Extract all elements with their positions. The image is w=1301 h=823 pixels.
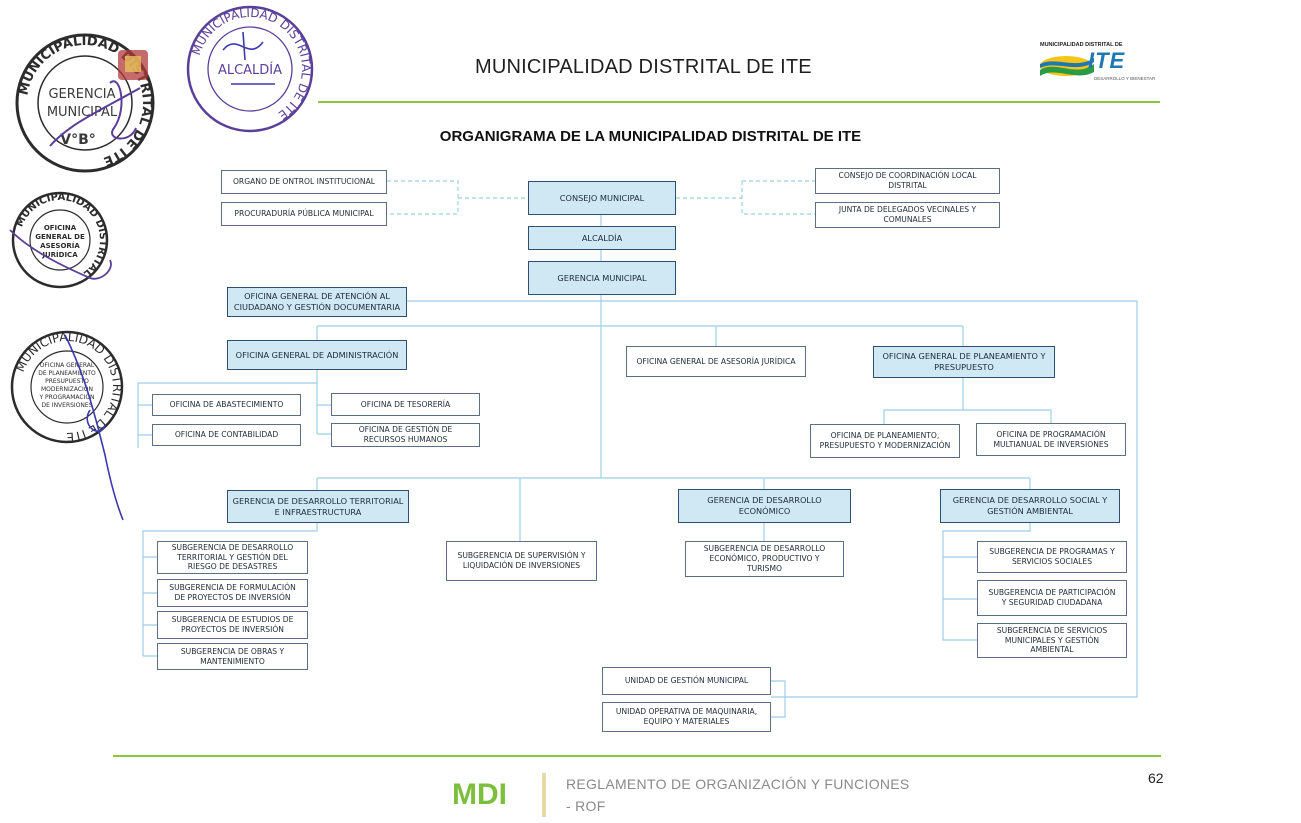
svg-text:GENERAL DE: GENERAL DE [35, 233, 85, 241]
footer-line-1: REGLAMENTO DE ORGANIZACIÓN Y FUNCIONES [566, 776, 910, 792]
svg-text:PRESUPUESTO: PRESUPUESTO [45, 378, 89, 385]
footer-line-2: - ROF [566, 798, 606, 814]
unit-asesoria-juridica: OFICINA GENERAL DE ASESORÍA JURÍDICA [626, 346, 806, 377]
svg-text:V°B°: V°B° [60, 132, 96, 148]
svg-text:JURÍDICA: JURÍDICA [41, 250, 78, 259]
unit-tesoreria: OFICINA DE TESORERÍA [331, 393, 480, 416]
footer-document-name: REGLAMENTO DE ORGANIZACIÓN Y FUNCIONES -… [566, 773, 910, 817]
ite-logo: MUNICIPALIDAD DISTRITAL DE ITE DESARROLL… [1036, 38, 1156, 86]
unit-gerencia-municipal: GERENCIA MUNICIPAL [528, 261, 676, 295]
unit-consejo-municipal: CONSEJO MUNICIPAL [528, 181, 676, 215]
footer-brand: MDI [452, 778, 507, 811]
page-number: 62 [1148, 770, 1164, 786]
svg-text:DE INVERSIONES: DE INVERSIONES [41, 402, 92, 409]
svg-text:GERENCIA: GERENCIA [48, 87, 115, 102]
footer-rule [113, 755, 1161, 757]
svg-text:MODERNIZACIÓN: MODERNIZACIÓN [41, 386, 93, 393]
logo-wave-icon [1040, 56, 1094, 76]
stamp-planeamiento: MUNICIPALIDAD DISTRITAL DE ITE OFICINA G… [10, 330, 124, 521]
stamp-asesoria-juridica: MUNICIPALIDAD DISTRITAL OFICINA GENERAL … [9, 191, 112, 289]
svg-text:Y PROGRAMACIÓN: Y PROGRAMACIÓN [38, 394, 94, 401]
unit-gestion-municipal: UNIDAD DE GESTIÓN MUNICIPAL [602, 667, 771, 695]
organigram-title: ORGANIGRAMA DE LA MUNICIPALIDAD DISTRITA… [439, 128, 862, 145]
svg-text:OFICINA GENERAL: OFICINA GENERAL [40, 362, 95, 369]
footer-divider [542, 773, 546, 817]
logo-sub-text: DESARROLLO Y BIENESTAR [1094, 76, 1156, 81]
logo-top-text: MUNICIPALIDAD DISTRITAL DE [1040, 42, 1123, 48]
page-header-title: MUNICIPALIDAD DISTRITAL DE ITE [475, 56, 812, 78]
stamp-alcaldia: MUNICIPALIDAD DISTRITAL DE ITE ALCALDÍA [186, 5, 314, 133]
unit-oficina-planeamiento: OFICINA DE PLANEAMIENTO,PRESUPUESTO Y MO… [810, 424, 960, 458]
header-rule [318, 101, 1160, 103]
unit-maquinaria-equipo: UNIDAD OPERATIVA DE MAQUINARIA,EQUIPO Y … [602, 702, 771, 732]
unit-abastecimiento: OFICINA DE ABASTECIMIENTO [152, 394, 301, 416]
unit-administracion: OFICINA GENERAL DE ADMINISTRACIÓN [227, 340, 407, 370]
logo-name: ITE [1088, 48, 1126, 73]
svg-text:OFICINA: OFICINA [44, 224, 77, 232]
unit-procuraduria: PROCURADURÍA PÚBLICA MUNICIPAL [221, 202, 387, 226]
unit-alcaldia: ALCALDÍA [528, 226, 676, 250]
stamp-gerencia-municipal: MUNICIPALIDAD DISTRITAL DE ITE GERENCIA … [15, 33, 155, 173]
unit-contabilidad: OFICINA DE CONTABILIDAD [152, 424, 301, 446]
svg-text:ASESORÍA: ASESORÍA [40, 241, 80, 250]
svg-text:ALCALDÍA: ALCALDÍA [218, 62, 282, 78]
unit-oci: ORGANO DE ONTROL INSTITUCIONAL [221, 170, 387, 194]
svg-text:DE PLANEAMIENTO: DE PLANEAMIENTO [38, 370, 96, 377]
